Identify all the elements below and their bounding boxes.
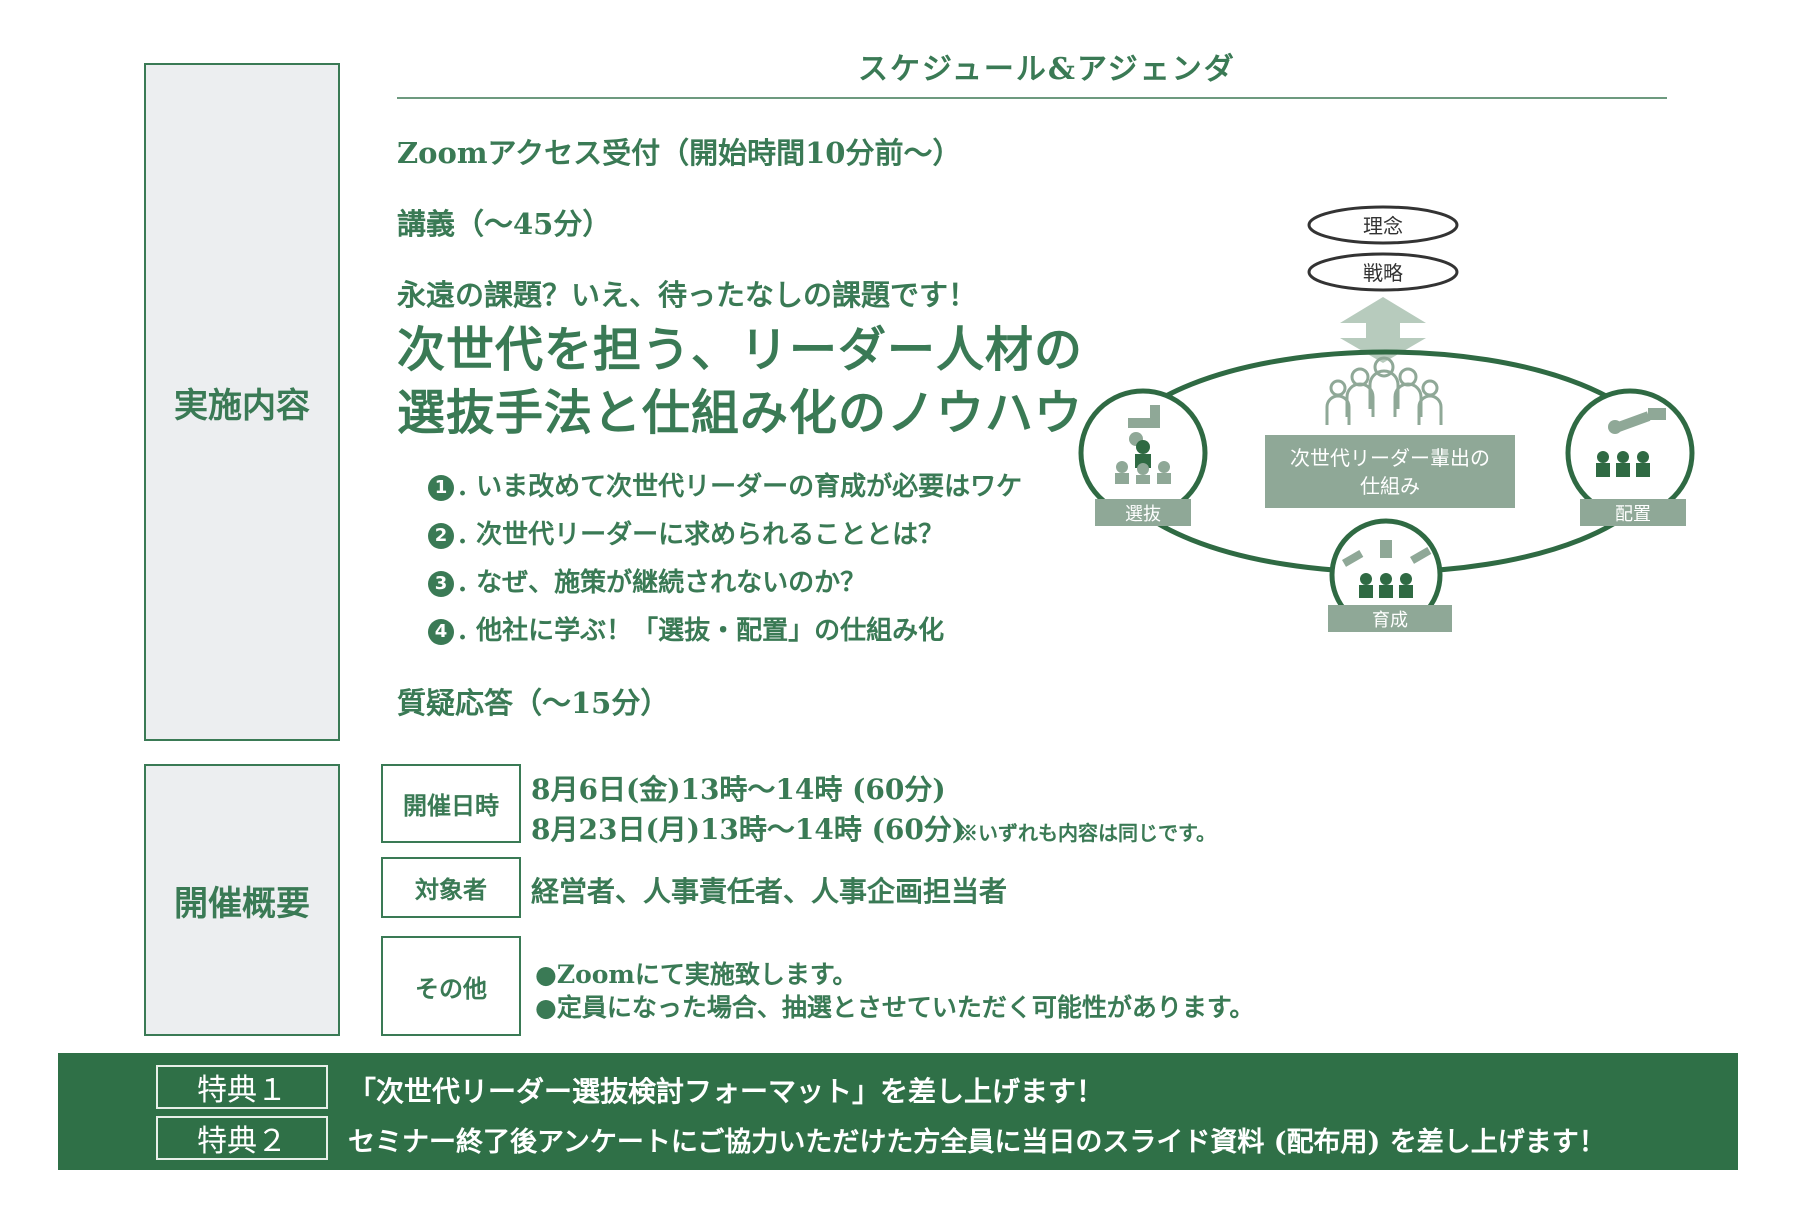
benefit-1-label: 特典１ (197, 1073, 287, 1108)
other-label-box: その他 (381, 936, 521, 1036)
benefit-2-label: 特典２ (197, 1124, 287, 1159)
section-label-content-text: 実施内容 (174, 385, 310, 426)
development-robot-icon (1342, 540, 1432, 567)
agenda-point-3-text: . なぜ、施策が継続されないのか？ (458, 568, 867, 598)
strategy-oval (1307, 252, 1459, 292)
date-label: 開催日時 (403, 791, 499, 820)
date-note: ※いずれも内容は同じです。 (958, 821, 1216, 845)
benefits-bar (58, 1053, 1738, 1170)
leadership-system-diagram: 理念 戦略 次世代リーダー輩出の 仕組み 選抜 配置 (1078, 205, 1695, 632)
section-label-overview: 開催概要 (144, 764, 340, 1036)
target-label-box: 対象者 (381, 857, 521, 918)
headline-line-1: 次世代を担う、リーダー人材の (397, 322, 1084, 378)
number-badge-2: 2 (428, 523, 454, 549)
strategy-label: 戦略 (1363, 261, 1403, 285)
placement-circle (1565, 388, 1695, 518)
development-label-box (1328, 605, 1452, 632)
date-value-2: 8月23日(月)13時〜14時 (60分) (531, 813, 966, 846)
philosophy-label: 理念 (1363, 214, 1403, 238)
double-arrow-icon (1340, 297, 1426, 363)
target-value: 経営者、人事責任者、人事企画担当者 (531, 875, 1008, 908)
number-badge-4: 4 (428, 619, 454, 645)
placement-people-icon (1596, 451, 1650, 477)
headline-line-2: 選抜手法と仕組み化のノウハウ (397, 385, 1084, 441)
people-group-icon (1325, 356, 1443, 425)
other-value-2: ●定員になった場合、抽選とさせていただく可能性があります。 (535, 993, 1255, 1022)
lecture-text: 講義（〜45分） (397, 207, 612, 241)
agenda-point-2-text: . 次世代リーダーに求められることとは？ (458, 520, 945, 550)
qa-text: 質疑応答（〜15分） (397, 686, 670, 720)
agenda-point-4: 4. 他社に学ぶ！「選抜・配置」の仕組み化 (428, 610, 944, 647)
tagline-text: 永遠の課題？いえ、待ったなしの課題です！ (397, 278, 978, 312)
agenda-point-2: 2. 次世代リーダーに求められることとは？ (428, 514, 944, 551)
schedule-divider (397, 97, 1667, 99)
benefit-2-text: セミナー終了後アンケートにご協力いただけた方全員に当日のスライド資料 (配布用)… (348, 1127, 1606, 1158)
number-badge-1: 1 (428, 475, 454, 501)
benefit-2-label-box: 特典２ (156, 1116, 328, 1160)
other-value-1: ●Zoomにて実施致します。 (535, 960, 858, 989)
schedule-title: スケジュール&アジェンダ (858, 52, 1236, 87)
date-value-1: 8月6日(金)13時〜14時 (60分) (531, 773, 946, 806)
center-line-1: 次世代リーダー輩出の (1290, 446, 1490, 470)
selection-label-box (1095, 499, 1191, 526)
benefit-1-text: 「次世代リーダー選抜検討フォーマット」を差し上げます！ (348, 1075, 1105, 1108)
section-label-overview-text: 開催概要 (174, 883, 310, 924)
target-label: 対象者 (415, 875, 487, 904)
selection-label: 選抜 (1125, 504, 1161, 525)
development-people-icon (1359, 573, 1413, 598)
philosophy-oval (1307, 205, 1459, 245)
zoom-access-text: Zoomアクセス受付（開始時間10分前〜） (397, 136, 962, 170)
section-label-content: 実施内容 (144, 63, 340, 741)
agenda-point-4-text: . 他社に学ぶ！「選抜・配置」の仕組み化 (458, 616, 945, 646)
placement-label: 配置 (1615, 504, 1651, 525)
other-label: その他 (415, 973, 487, 1003)
placement-label-box (1580, 499, 1686, 526)
placement-robot-icon (1608, 408, 1666, 434)
agenda-point-3: 3. なぜ、施策が継続されないのか？ (428, 562, 866, 599)
agenda-point-1-text: . いま改めて次世代リーダーの育成が必要はワケ (458, 472, 1023, 502)
number-badge-3: 3 (428, 571, 454, 597)
date-label-box: 開催日時 (381, 764, 521, 843)
benefit-1-label-box: 特典１ (156, 1065, 328, 1109)
selection-people-icon (1135, 440, 1151, 468)
agenda-point-1: 1. いま改めて次世代リーダーの育成が必要はワケ (428, 466, 1022, 503)
development-label: 育成 (1372, 610, 1408, 631)
center-mechanism-box (1265, 435, 1515, 508)
center-line-2: 仕組み (1360, 474, 1420, 498)
